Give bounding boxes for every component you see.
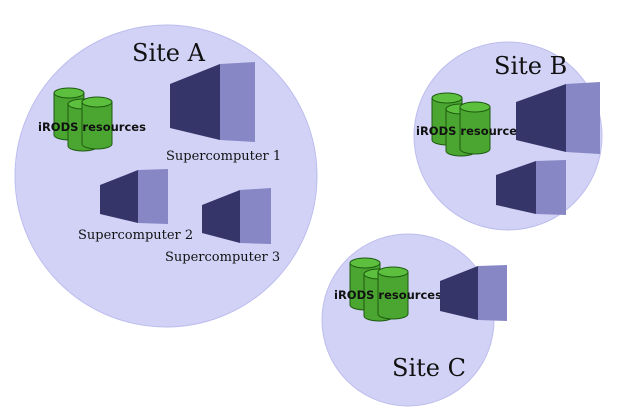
resources-a-label: iRODS resources — [38, 120, 146, 134]
site-c-label: Site C — [392, 354, 466, 382]
supercomputer-icon — [440, 265, 507, 321]
supercomputer-2-label: Supercomputer 2 — [78, 228, 193, 243]
resources-b-label: iRODS resources — [416, 124, 524, 138]
site-a-label: Site A — [132, 39, 206, 67]
supercomputer-icon — [170, 62, 255, 142]
supercomputer-icon — [496, 160, 566, 215]
resources-c-label: iRODS resources — [334, 288, 442, 302]
supercomputer-3-label: Supercomputer 3 — [165, 250, 280, 265]
supercomputer-1-label: Supercomputer 1 — [166, 149, 281, 164]
supercomputer-icon — [202, 188, 271, 244]
site-b-label: Site B — [494, 52, 567, 80]
supercomputer-icon — [100, 169, 168, 224]
supercomputer-icon — [516, 82, 600, 154]
